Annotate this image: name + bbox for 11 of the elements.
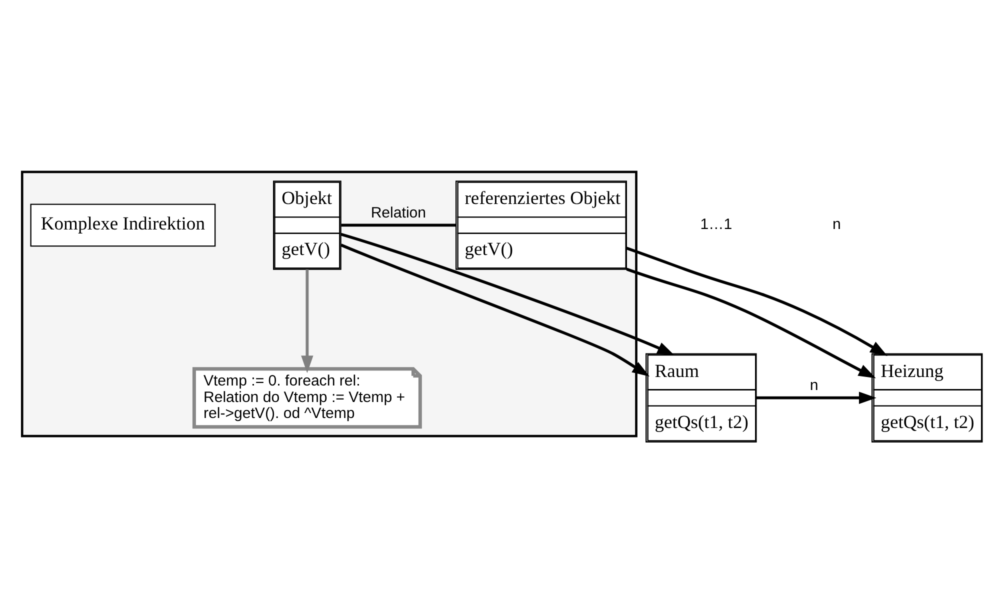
arrow	[340, 232, 675, 355]
connector	[341, 223, 456, 226]
edge-label: n	[810, 376, 818, 394]
arrow	[626, 267, 876, 378]
label: 1…1	[700, 216, 732, 233]
arrow	[756, 391, 876, 404]
label: n	[832, 216, 841, 233]
arrow	[301, 268, 314, 373]
node-box: Komplexe Indirektion	[30, 203, 216, 246]
arrow	[626, 246, 888, 356]
edge-label: Relation	[370, 204, 426, 222]
